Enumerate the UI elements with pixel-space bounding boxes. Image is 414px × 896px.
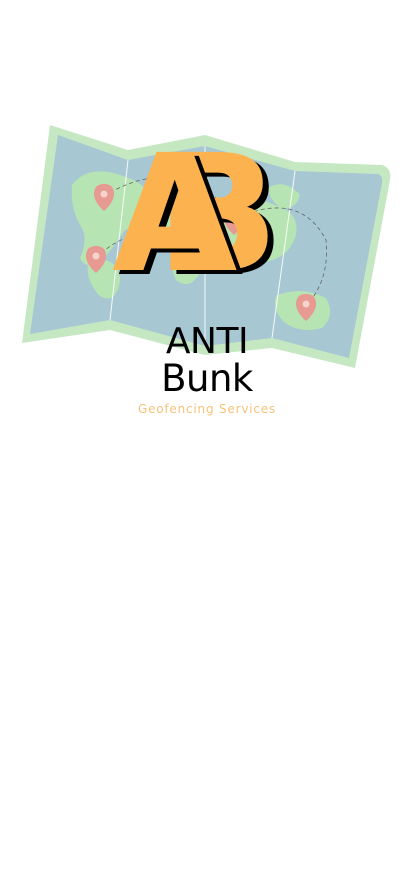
map-pin-icon: [86, 246, 106, 273]
brand-tagline: Geofencing Services: [137, 402, 276, 416]
land-americas-north: [71, 171, 150, 266]
monogram-b: B: [156, 121, 279, 309]
brand-name-line2: Bunk: [161, 357, 253, 400]
land-eurasia-africa: [162, 194, 297, 285]
monogram-a-shadow: A: [118, 125, 243, 313]
route-path: [95, 233, 189, 259]
map-fold-line: [271, 170, 296, 339]
monogram-logo: B B A A: [112, 121, 285, 313]
monogram-b-shadow: B: [162, 125, 285, 313]
monogram-a: A: [112, 121, 237, 309]
map-pin-icon: [94, 184, 114, 211]
map-pin-icon: [224, 208, 244, 235]
route-path: [103, 177, 327, 307]
brand-name-line1: ANTI: [165, 321, 249, 362]
logo-map-art: B B A A: [22, 121, 391, 368]
map-pin-icon: [296, 294, 316, 321]
map-pin-icon: [178, 238, 198, 265]
world-map-icon: [22, 125, 391, 368]
map-fold-line: [109, 159, 129, 321]
